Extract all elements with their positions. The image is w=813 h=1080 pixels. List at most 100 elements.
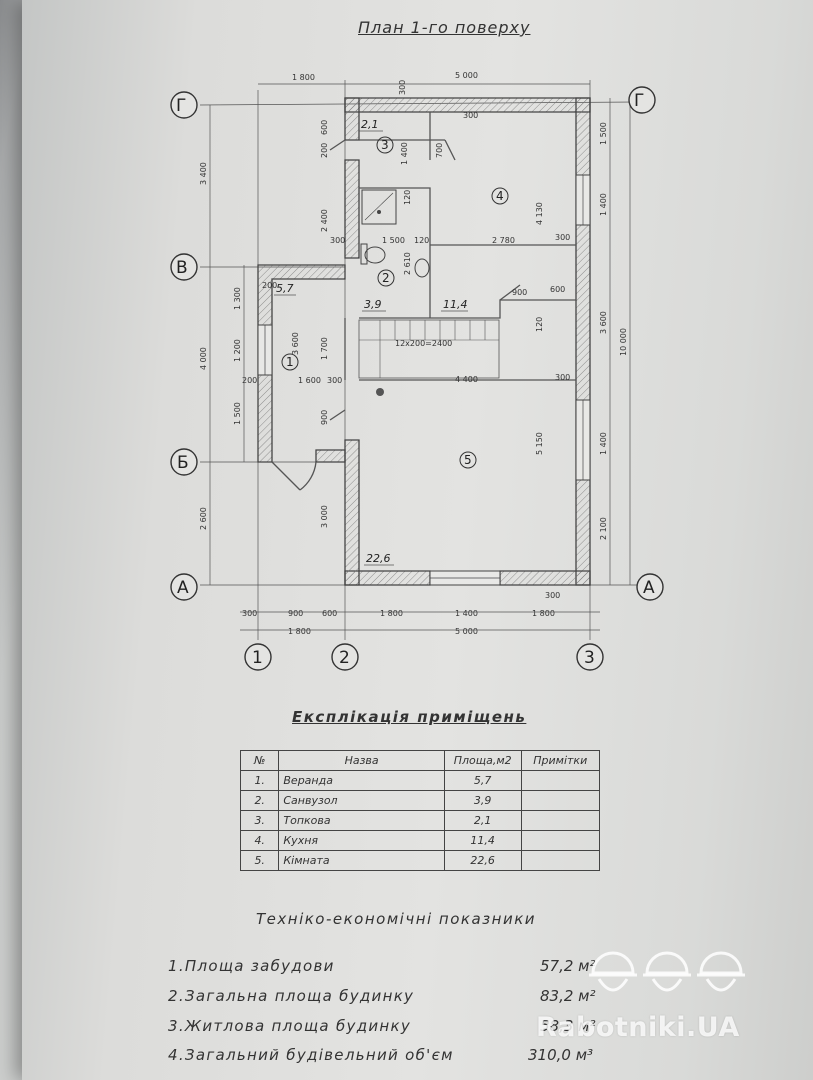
room-3-area: 2,1: [361, 118, 379, 131]
row-name: Кімната: [278, 850, 445, 871]
int-dim-18: 120: [535, 317, 544, 332]
int-dim-10: 1 500: [382, 236, 405, 245]
stair-note: 12x200=2400: [395, 339, 452, 348]
bottom-dim-6: 1 800: [532, 609, 555, 618]
int-dim-27: 5 150: [535, 432, 544, 455]
int-dim-24: 300: [555, 373, 570, 382]
bottom-dim-4: 1 800: [380, 609, 403, 618]
workers-helmet-icon: [589, 951, 745, 992]
explication-title: Експлікація приміщень: [292, 708, 527, 726]
int-dim-6: 300: [463, 111, 478, 120]
axis-1: 1: [252, 648, 263, 668]
row-note: [520, 830, 600, 851]
int-dim-23: 4 400: [455, 375, 478, 384]
floor-plan: 1 800 5 000 300 900 600 1 800 1 400 1 80…: [170, 71, 664, 671]
axis-g-left: Г: [176, 96, 186, 116]
left-dim-inner-3: 1 500: [233, 402, 242, 425]
room-3-number: 3: [381, 138, 389, 152]
axis-2: 2: [339, 648, 350, 668]
int-dim-14: 4 130: [535, 202, 544, 225]
int-dim-19: 3 600: [291, 332, 300, 355]
right-dim-inner-1: 1 500: [599, 122, 608, 145]
bottom-dim-5: 1 400: [455, 609, 478, 618]
row-number: 1.: [239, 770, 280, 791]
top-dim-2: 5 000: [455, 71, 478, 80]
left-dim-inner-5: 200: [242, 376, 257, 385]
int-dim-15: 2 610: [403, 252, 412, 275]
axis-b: Б: [177, 453, 189, 473]
dimension-labels: 1 800 5 000 300 900 600 1 800 1 400 1 80…: [199, 71, 631, 636]
int-dim-16: 900: [512, 288, 527, 297]
windows: [257, 174, 591, 586]
right-dim-outer: 10 000: [619, 328, 628, 356]
left-dim-inner-1: 1 300: [233, 287, 242, 310]
int-dim-11: 120: [414, 236, 429, 245]
row-area: 5,7: [443, 770, 522, 791]
row-number: 5.: [239, 850, 280, 871]
row-name: Топкова: [278, 810, 445, 831]
header-number: №: [239, 750, 280, 771]
row-number: 4.: [239, 830, 280, 851]
indicator-value-3: 58,3 м²: [540, 1017, 596, 1035]
int-dim-1: 300: [398, 80, 407, 95]
indicators-title: Техніко-економічні показники: [256, 910, 537, 928]
int-dim-9: 300: [330, 236, 345, 245]
row-area: 22,6: [443, 850, 522, 871]
left-dim-inner-4: 200: [262, 281, 277, 290]
row-area: 3,9: [443, 790, 522, 811]
row-number: 2.: [239, 790, 280, 811]
watermark-text: Rabotniki.UA: [536, 1012, 740, 1043]
bottom-dim-2: 900: [288, 609, 303, 618]
int-dim-3: 200: [320, 143, 329, 158]
bottom-dim-1: 300: [242, 609, 257, 618]
int-dim-8: 2 400: [320, 209, 329, 232]
table-row: 1. Веранда 5,7: [239, 770, 600, 791]
axis-markers: Г Г В Б А А 1 2 3: [170, 86, 664, 671]
doors: [271, 139, 521, 491]
room-1-area: 5,7: [276, 282, 294, 295]
bottom-dim-7: 1 800: [288, 627, 311, 636]
header-notes: Примітки: [520, 750, 600, 771]
room-4-number: 4: [496, 189, 504, 203]
staircase: [358, 319, 500, 396]
row-area: 2,1: [443, 810, 522, 831]
indicator-label-3: 3.Житлова площа будинку: [168, 1017, 412, 1035]
row-number: 3.: [239, 810, 280, 831]
int-dim-2: 600: [320, 120, 329, 135]
int-dim-4: 1 400: [400, 142, 409, 165]
int-dim-25: 900: [320, 410, 329, 425]
walls: [257, 97, 591, 586]
table-header-row: № Назва Площа,м2 Примітки: [239, 750, 600, 771]
left-dim-outer-2: 4 000: [199, 347, 208, 370]
right-dim-inner-2: 1 400: [599, 193, 608, 216]
table-row: 4. Кухня 11,4: [239, 830, 600, 851]
axis-a-right: А: [643, 578, 655, 598]
row-name: Санвузол: [278, 790, 445, 811]
table-row: 3. Топкова 2,1: [239, 810, 600, 831]
bottom-dim-8: 5 000: [455, 627, 478, 636]
int-dim-12: 2 780: [492, 236, 515, 245]
right-dim-inner-4: 1 400: [599, 432, 608, 455]
room-2-number: 2: [382, 271, 390, 285]
int-dim-26: 3 000: [320, 505, 329, 528]
plan-title: План 1-го поверху: [358, 18, 531, 37]
room-1-number: 1: [286, 355, 294, 369]
row-note: [520, 770, 600, 791]
bottom-dim-3: 600: [322, 609, 337, 618]
header-name: Назва: [278, 750, 445, 771]
indicator-value-4: 310,0 м³: [528, 1046, 594, 1064]
int-dim-21: 1 600: [298, 376, 321, 385]
left-dim-inner-2: 1 200: [233, 339, 242, 362]
int-dim-20: 1 700: [320, 337, 329, 360]
room-5-number: 5: [464, 453, 472, 467]
axis-a-left: А: [177, 578, 189, 598]
fixtures: [360, 189, 430, 278]
indicator-value-1: 57,2 м²: [540, 957, 596, 975]
table-row: 2. Санвузол 3,9: [239, 790, 600, 811]
row-note: [520, 790, 600, 811]
int-dim-28: 300: [545, 591, 560, 600]
right-dim-inner-5: 2 100: [599, 517, 608, 540]
table-row: 5. Кімната 22,6: [239, 850, 600, 871]
axis-g-right: Г: [634, 91, 644, 111]
row-name: Веранда: [278, 770, 445, 791]
